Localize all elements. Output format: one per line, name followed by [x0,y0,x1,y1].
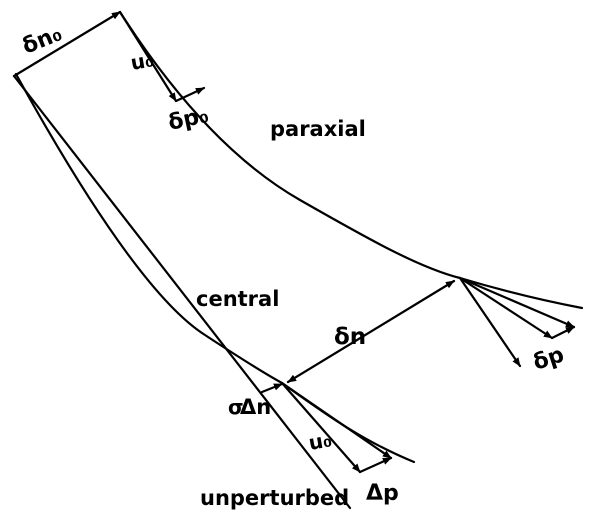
label-Delta-n: Δn [240,395,271,419]
delta-n0-arrow [12,10,122,78]
right-mid-arrow [458,276,554,340]
Delta-n-arrow [260,382,284,394]
label-delta-p: δp [530,342,567,375]
label-u0-top: u₀ [129,47,156,75]
paraxial-ray [118,10,584,310]
right-short-arrow [458,276,576,329]
u0-top-arrow [118,10,178,103]
label-delta-p0: δp₀ [166,103,211,136]
bottom-mid-arrow [280,381,393,460]
label-u0-bottom: u₀ [307,427,334,455]
label-central: central [196,287,279,311]
u0-bottom-arrow [280,381,362,474]
right-long-arrow [458,276,522,368]
Delta-p-arrow [358,456,393,474]
label-delta-n0: δn₀ [19,21,66,59]
label-unperturbed: unperturbed [200,486,349,510]
delta-p0-arrow [174,86,206,103]
unperturbed-ray [12,74,352,510]
label-delta-n: δn [334,324,366,350]
right-delta-p-arrow [550,325,576,340]
label-Delta-p: Δp [366,481,399,506]
delta-n-arrow [286,279,456,384]
label-paraxial: paraxial [270,117,366,141]
label-sigma: σ [228,395,244,419]
